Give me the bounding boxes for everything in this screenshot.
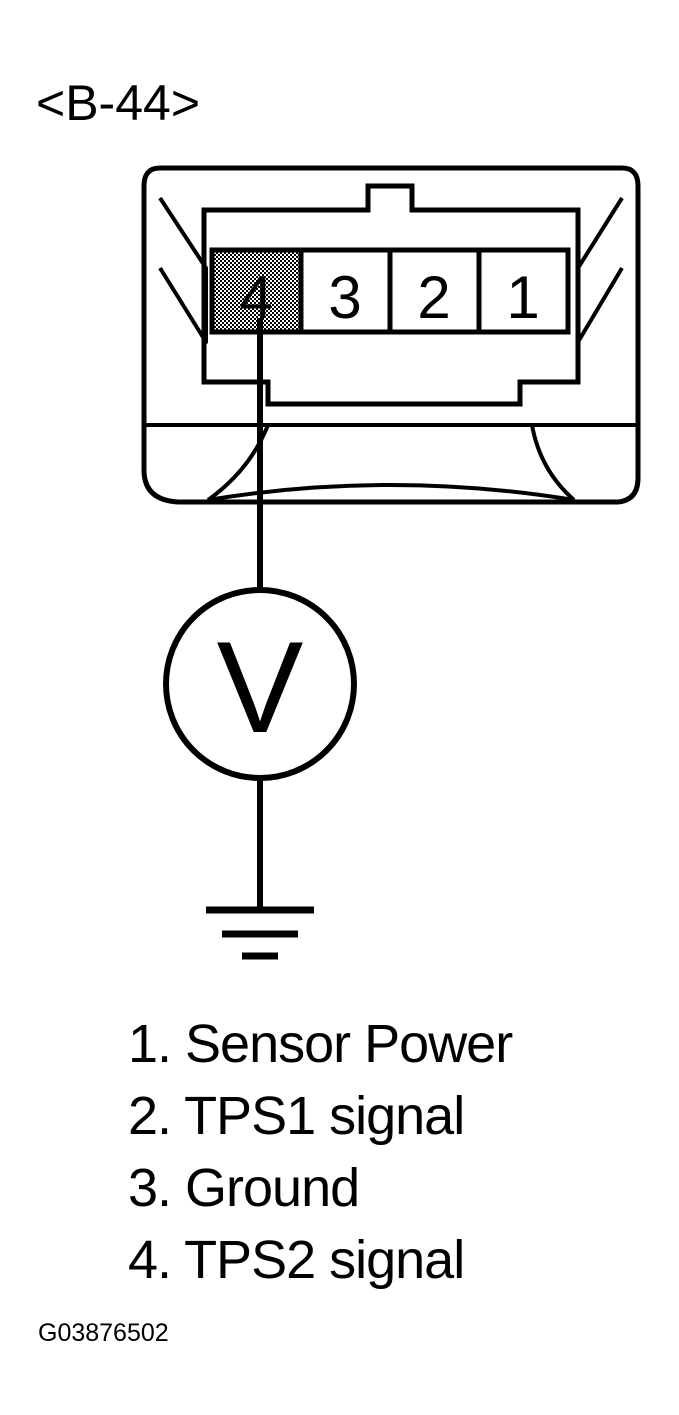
pin-cell-2: 2 [387,247,482,335]
pin-cell-3: 3 [298,247,393,335]
pin-cell-1: 1 [476,247,571,335]
connector-diagram: <B-44> 4 3 2 1 V [36,75,641,960]
connector-cavity [201,183,581,407]
connector-housing [141,165,641,505]
legend-item-3: 3. Ground [128,1158,360,1218]
voltmeter-symbol: V [217,614,304,760]
legend-item-2: 2. TPS1 signal [128,1086,465,1146]
pin-4-number: 4 [239,264,272,331]
connector-id-label: <B-44> [36,75,200,131]
pin-3-number: 3 [328,264,361,331]
ground-icon [206,906,314,960]
pin-legend: 1. Sensor Power 2. TPS1 signal 3. Ground… [128,1008,513,1296]
pin-2-number: 2 [417,264,450,331]
figure-code: G03876502 [38,1319,169,1347]
pin-1-number: 1 [506,264,539,331]
legend-item-1: 1. Sensor Power [128,1014,513,1074]
voltmeter: V [163,587,357,781]
pin-cell-4: 4 [209,247,304,335]
legend-item-4: 4. TPS2 signal [128,1230,465,1290]
